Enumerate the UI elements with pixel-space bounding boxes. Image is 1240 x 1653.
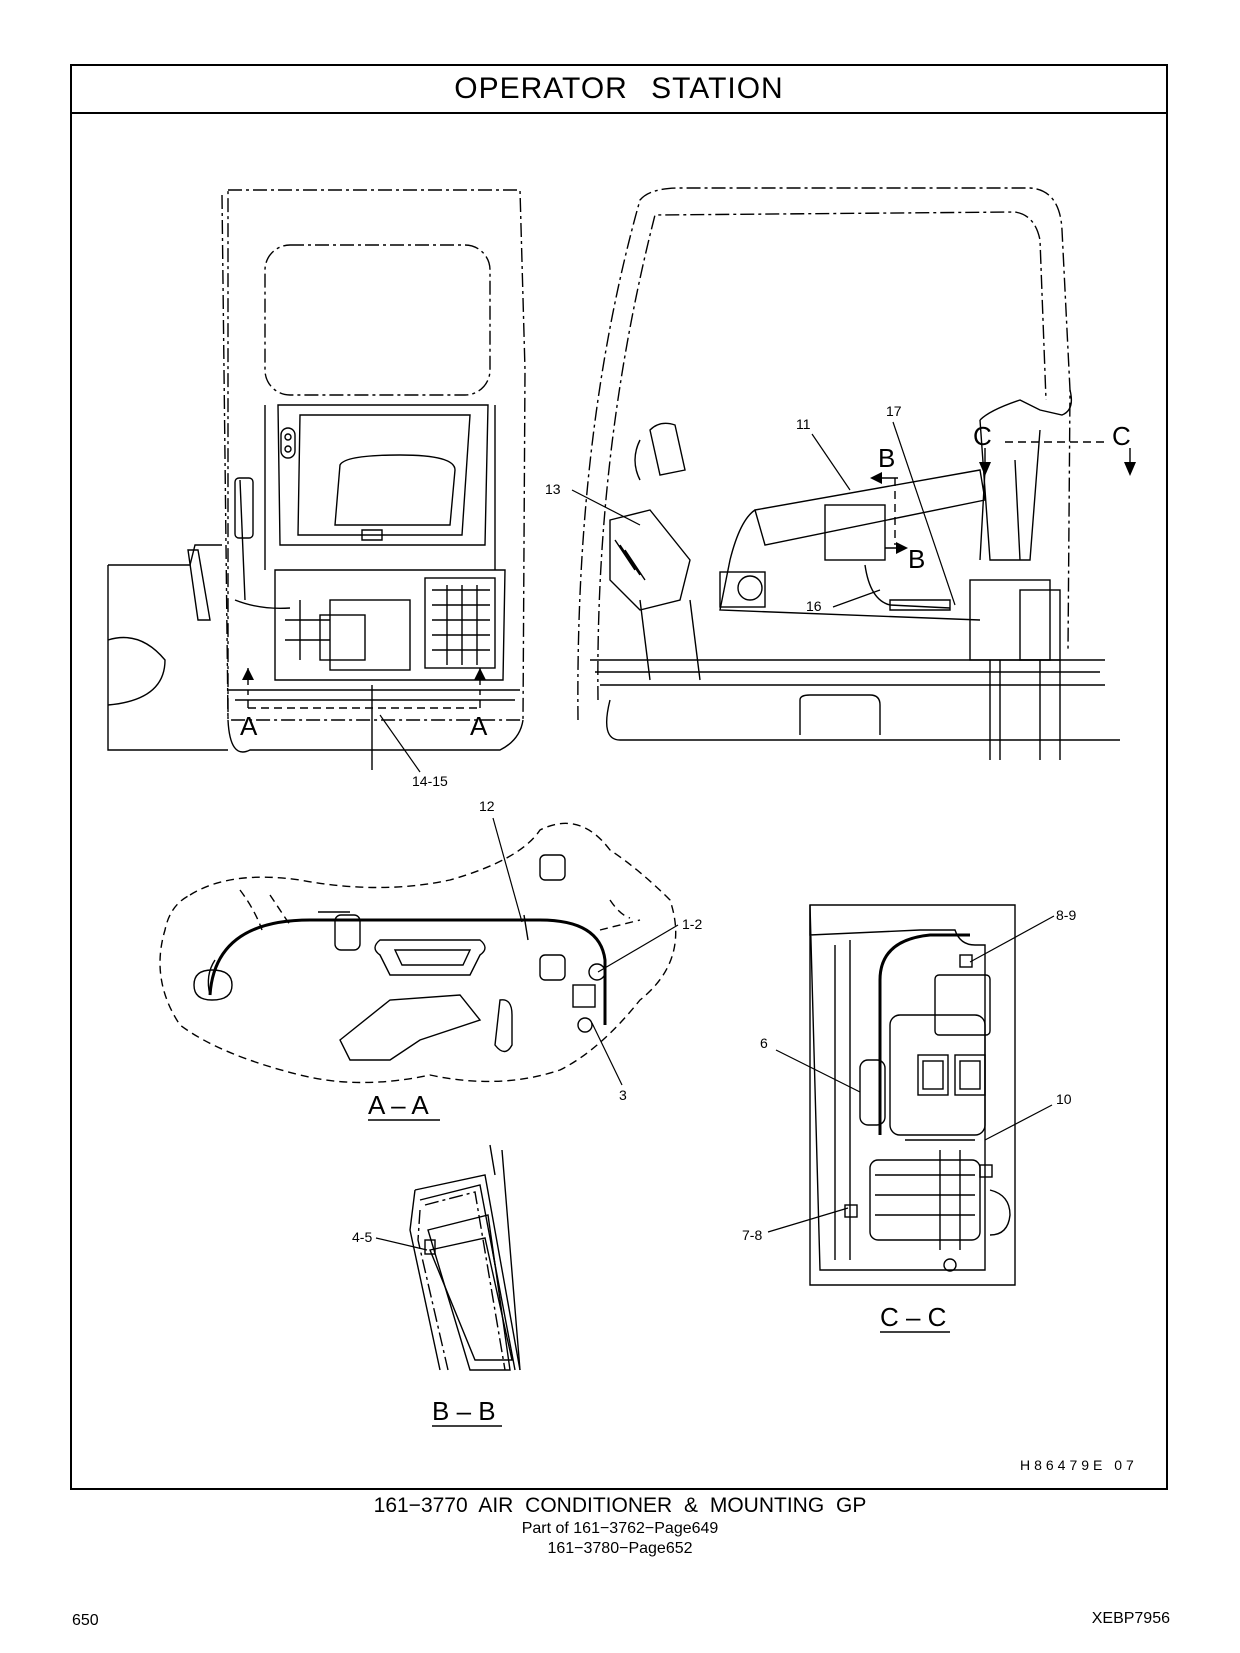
callout-11: 11: [796, 416, 811, 432]
callout-16: 16: [806, 598, 822, 614]
callout-17: 17: [886, 403, 902, 419]
document-code: XEBP7956: [1091, 1610, 1170, 1627]
title-bar: OPERATOR STATION: [72, 66, 1166, 114]
section-b-b-drawing: [409, 1144, 521, 1371]
caption-part-of-2: 161−3780−Page652: [547, 1540, 693, 1557]
rear-view-drawing: [107, 189, 526, 770]
callout-10: 10: [1056, 1091, 1072, 1107]
callout-7-8: 7-8: [742, 1227, 762, 1243]
drawing-frame: OPERATOR STATION: [70, 64, 1168, 1490]
section-marker-a-left: A: [240, 711, 258, 741]
callout-1-2: 1-2: [682, 916, 702, 932]
section-title-a-a: A – A: [368, 1090, 429, 1120]
section-marker-b-top: B: [878, 443, 895, 473]
callout-6: 6: [760, 1035, 768, 1051]
page-number: 650: [72, 1612, 99, 1629]
callout-12: 12: [479, 798, 495, 814]
side-view-drawing: [577, 187, 1136, 760]
caption-part-of: Part of 161−3762−Page649: [521, 1520, 719, 1537]
caption-main: 161−3770 AIR CONDITIONER & MOUNTING GP: [373, 1494, 867, 1517]
illustration-reference: H86479E 07: [1020, 1457, 1138, 1473]
section-marker-b-bottom: B: [908, 544, 925, 574]
section-c-c-drawing: [809, 904, 1016, 1286]
section-title-c-c: C – C: [880, 1302, 946, 1332]
callout-13: 13: [545, 481, 561, 497]
callout-3: 3: [619, 1087, 627, 1103]
section-marker-c-right: C: [1112, 421, 1131, 451]
callout-14-15: 14-15: [412, 773, 448, 789]
callout-8-9: 8-9: [1056, 907, 1076, 923]
section-a-a-drawing: [159, 822, 677, 1084]
section-marker-c-left: C: [973, 421, 992, 451]
callout-4-5: 4-5: [352, 1229, 372, 1245]
page-title: OPERATOR STATION: [454, 72, 784, 105]
section-marker-a-right: A: [470, 711, 488, 741]
section-title-b-b: B – B: [432, 1396, 496, 1426]
